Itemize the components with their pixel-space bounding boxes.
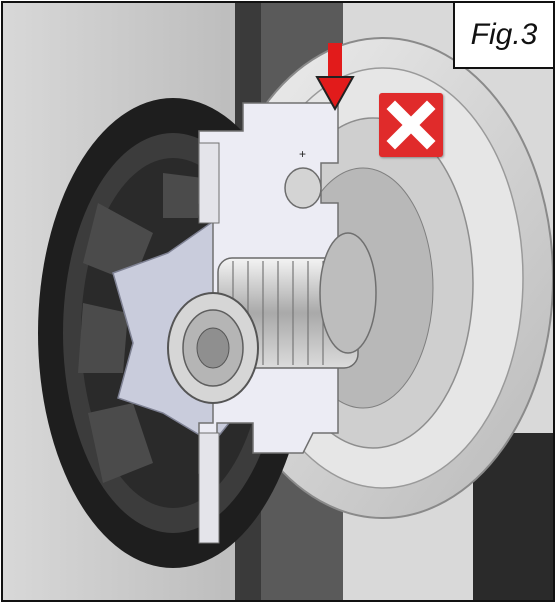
x-mark-icon (379, 93, 443, 157)
lower-bracket-tab (198, 432, 220, 544)
spoke-window (88, 403, 153, 483)
plus-marker: + (299, 147, 306, 161)
upper-bracket-tab (198, 142, 220, 224)
figure-label: Fig.3 (453, 3, 553, 69)
spoke-window (83, 203, 153, 283)
spoke-window (78, 303, 128, 373)
gear-bore (196, 327, 230, 369)
down-arrow-icon (315, 43, 355, 112)
bearing (319, 232, 377, 354)
mechanical-assembly-illustration: + (3, 3, 553, 600)
spoke-window (163, 173, 203, 218)
dowel-pin (284, 167, 322, 209)
